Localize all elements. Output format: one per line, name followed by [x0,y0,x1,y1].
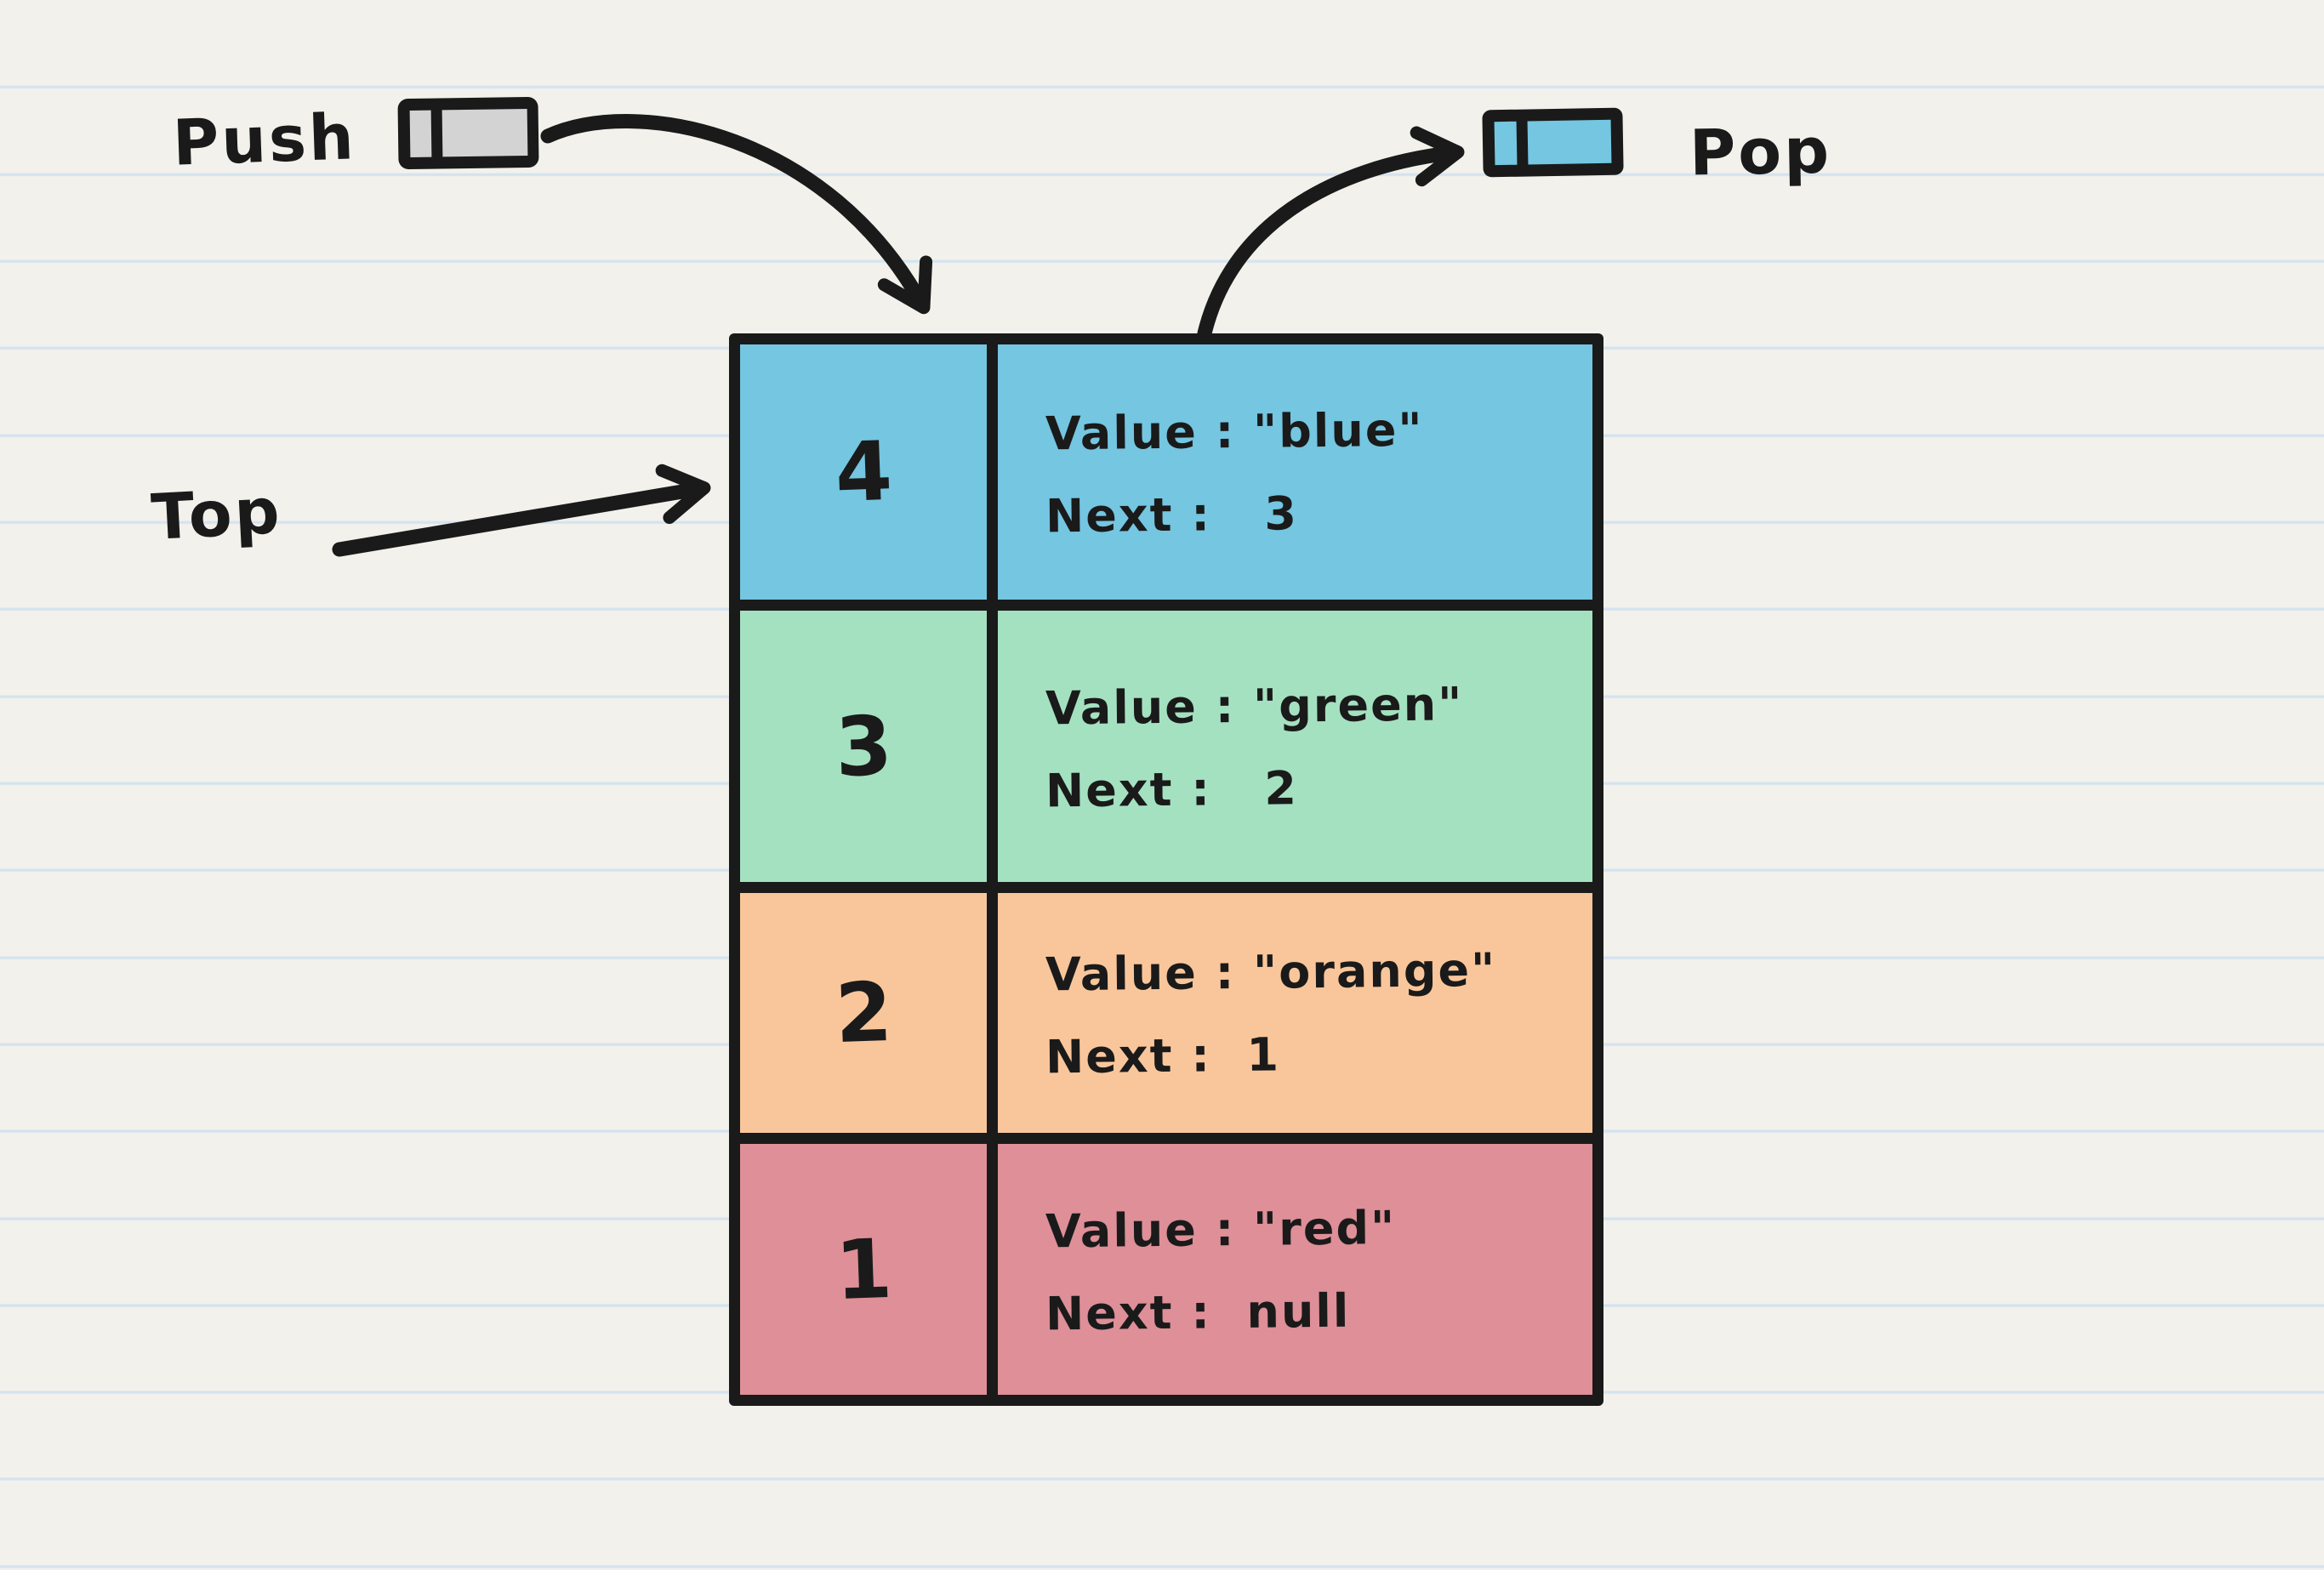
push-arrow [540,114,933,315]
stack-table: 4 Value : "blue" Next : 3 3 Value : "gre… [729,333,1603,1406]
push-box-right-cell [441,109,528,157]
stack-row: 3 Value : "green" Next : 2 [740,611,1592,893]
row-index: 3 [833,697,894,795]
next-line: Next : 1 [1045,1027,1281,1084]
stack-row: 4 Value : "blue" Next : 3 [740,344,1592,611]
pop-arrow [1197,126,1465,341]
row-details-cell: Value : "orange" Next : 1 [998,893,1592,1133]
row-index-cell: 1 [740,1144,998,1395]
row-index: 1 [833,1220,894,1318]
row-index-cell: 3 [740,611,998,882]
value-line: Value : "blue" [1045,402,1424,461]
stack-row: 2 Value : "orange" Next : 1 [740,893,1592,1144]
value-line: Value : "red" [1045,1200,1397,1258]
next-line: Next : null [1045,1283,1351,1340]
stack-row: 1 Value : "red" Next : null [740,1144,1592,1395]
row-index: 4 [833,423,894,521]
next-line: Next : 3 [1045,486,1299,543]
top-label: Top [149,475,284,555]
pop-box-left-cell [1494,121,1518,166]
row-index: 2 [833,964,894,1062]
row-index-cell: 2 [740,893,998,1133]
value-line: Value : "orange" [1045,942,1497,1002]
pop-box-icon [1482,107,1624,178]
row-details-cell: Value : "red" Next : null [998,1144,1592,1395]
push-box-left-cell [409,110,432,157]
value-line: Value : "green" [1045,676,1464,735]
row-index-cell: 4 [740,344,998,600]
next-line: Next : 2 [1045,760,1299,817]
pop-label: Pop [1689,114,1832,191]
pop-box-right-cell [1527,119,1612,165]
push-box-icon [397,97,539,169]
push-label: Push [171,100,358,180]
row-details-cell: Value : "green" Next : 2 [998,611,1592,882]
top-arrow [332,464,711,557]
row-details-cell: Value : "blue" Next : 3 [998,344,1592,600]
